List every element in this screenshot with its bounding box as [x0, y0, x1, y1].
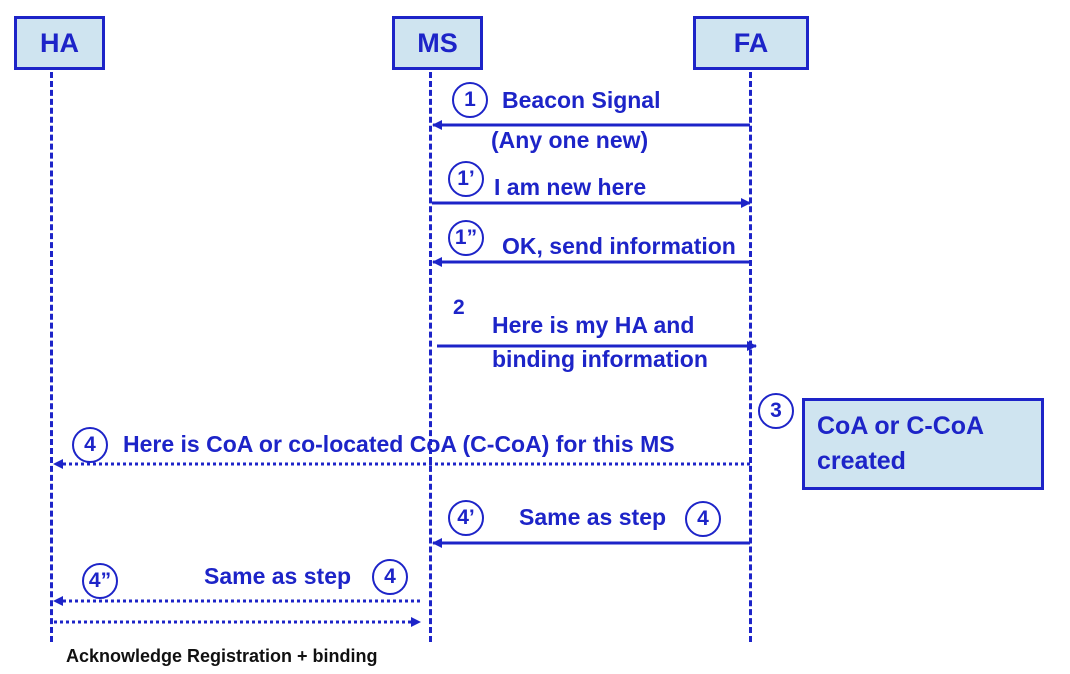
lifeline-ha	[50, 72, 53, 642]
message-beacon-sub: (Any one new)	[491, 127, 649, 153]
message-ok-send: OK, send information	[502, 233, 736, 259]
step-1a-marker: 1’	[448, 161, 484, 197]
message-coa: Here is CoA or co-located CoA (C-CoA) fo…	[123, 431, 675, 457]
step-3-marker: 3	[758, 393, 794, 429]
step-1-marker: 1	[452, 82, 488, 118]
step-4b-ref-marker: 4	[372, 559, 408, 595]
message-new-here: I am new here	[494, 174, 647, 200]
step-2-marker: 2	[453, 296, 465, 319]
step-4a-marker: 4’	[448, 500, 484, 536]
note-coa-created: CoA or C-CoA created	[802, 398, 1044, 490]
message-ha-binding-line1: Here is my HA and	[492, 312, 695, 338]
step-4b-marker: 4”	[82, 563, 118, 599]
message-ha-binding-line2: binding information	[492, 346, 708, 372]
message-same-as-step-a: Same as step	[519, 504, 667, 530]
entity-ms: MS	[392, 16, 483, 70]
entity-ha: HA	[14, 16, 105, 70]
message-beacon: Beacon Signal	[502, 87, 661, 113]
entity-fa: FA	[693, 16, 809, 70]
lifeline-ms	[429, 72, 432, 642]
note-line-2: created	[817, 447, 906, 475]
step-1b-marker: 1”	[448, 220, 484, 256]
step-4-marker: 4	[72, 427, 108, 463]
step-4a-ref-marker: 4	[685, 501, 721, 537]
note-line-1: CoA or C-CoA	[817, 412, 985, 440]
footer-caption: Acknowledge Registration + binding	[66, 646, 378, 666]
message-same-as-step-b: Same as step	[204, 563, 352, 589]
lifeline-fa	[749, 72, 752, 642]
